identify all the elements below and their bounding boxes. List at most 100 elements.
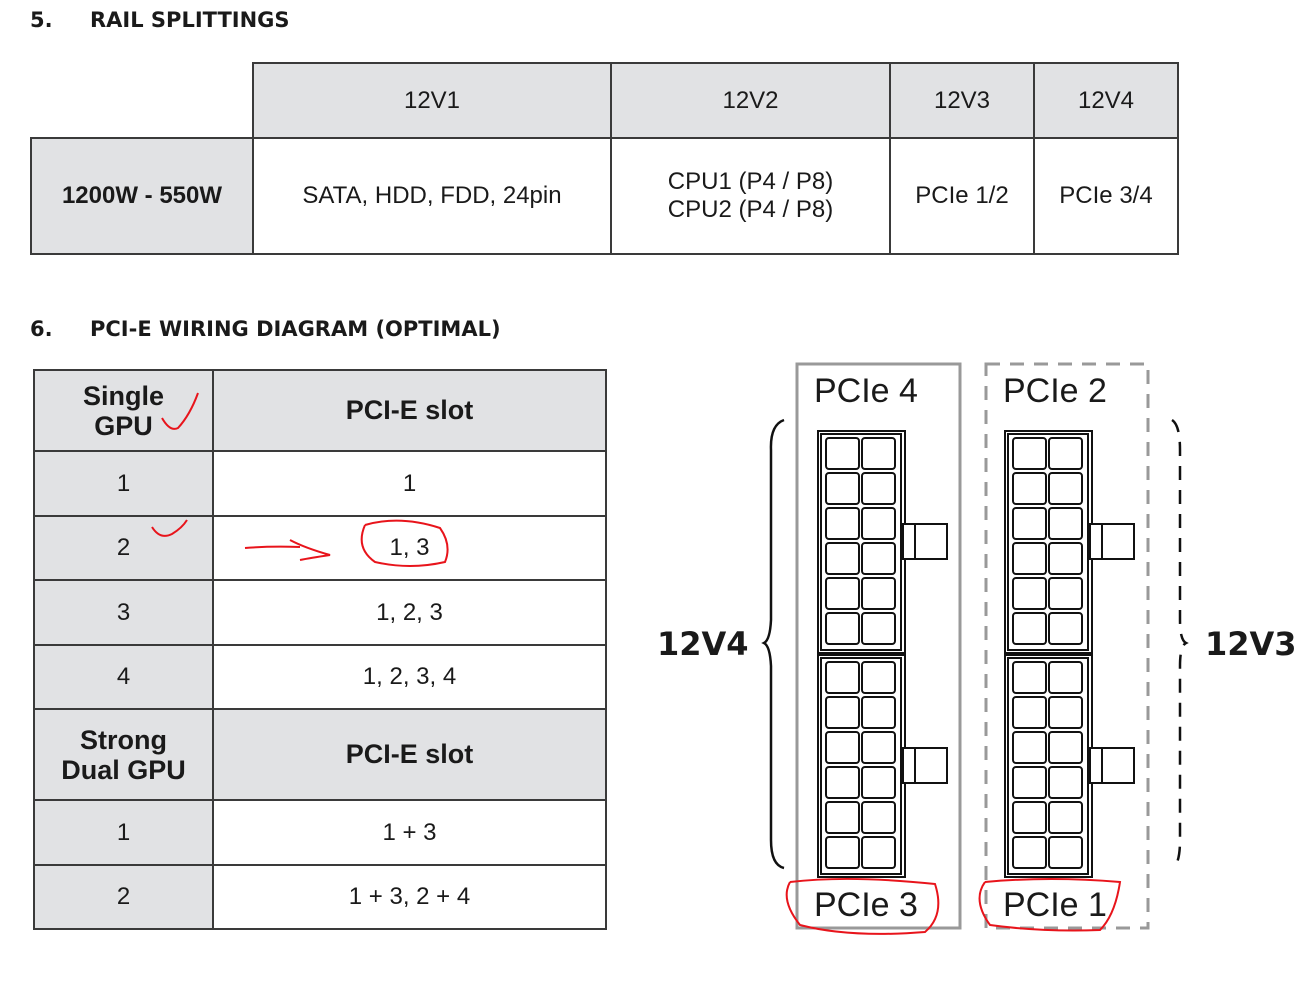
pin — [861, 577, 896, 610]
pin — [1012, 836, 1047, 869]
pin — [1048, 577, 1083, 610]
pin — [825, 437, 860, 470]
empty-cell — [31, 63, 253, 139]
rail-table: 12V1 12V2 12V3 12V4 1200W - 550W SATA, H… — [30, 62, 1179, 255]
pin — [1048, 836, 1083, 869]
pcie4-label: PCIe 4 — [814, 372, 918, 410]
pin — [825, 577, 860, 610]
left-brace — [761, 418, 785, 870]
pin — [861, 731, 896, 764]
slots: 1, 3 — [212, 515, 607, 581]
pin — [861, 472, 896, 505]
rail-12v4-label: 12V4 — [657, 625, 749, 663]
pin — [861, 437, 896, 470]
pin — [861, 507, 896, 540]
latch-icon — [1101, 747, 1135, 784]
row-label: 1200W - 550W — [30, 137, 254, 255]
pin — [825, 696, 860, 729]
pin — [1012, 801, 1047, 834]
latch-base — [1089, 523, 1103, 560]
pin — [1012, 696, 1047, 729]
slots: 1, 2, 3, 4 — [212, 644, 607, 710]
section-number: 6. — [30, 317, 53, 341]
pin — [1012, 661, 1047, 694]
pin — [1012, 437, 1047, 470]
pin — [825, 507, 860, 540]
pin — [1012, 612, 1047, 645]
pin — [825, 472, 860, 505]
pin — [1048, 766, 1083, 799]
cell-12v2: CPU1 (P4 / P8)CPU2 (P4 / P8) — [610, 137, 891, 255]
pin — [1048, 437, 1083, 470]
latch-base — [902, 747, 916, 784]
right-brace — [1171, 418, 1189, 870]
header-12v4: 12V4 — [1033, 62, 1179, 139]
pcie2-label: PCIe 2 — [1003, 372, 1107, 410]
h1: Strong — [80, 724, 167, 755]
pin — [825, 801, 860, 834]
pin — [1012, 507, 1047, 540]
pin — [1048, 507, 1083, 540]
header-12v3: 12V3 — [889, 62, 1035, 139]
gpu-count: 3 — [33, 579, 214, 646]
gpu-count: 1 — [33, 799, 214, 866]
pin — [1012, 766, 1047, 799]
cell-12v4: PCIe 3/4 — [1033, 137, 1179, 255]
pin — [825, 836, 860, 869]
pin — [825, 542, 860, 575]
gpu-count: 2 — [33, 515, 214, 581]
pin — [861, 801, 896, 834]
cpu1: CPU1 (P4 / P8) — [667, 168, 834, 195]
pcie1-label: PCIe 1 — [1003, 886, 1107, 924]
pin — [825, 766, 860, 799]
slots: 1 + 3, 2 + 4 — [212, 864, 607, 930]
pin — [861, 766, 896, 799]
header-12v1: 12V1 — [252, 62, 612, 139]
latch-base — [902, 523, 916, 560]
rail-12v3-label: 12V3 — [1205, 625, 1297, 663]
section-number: 5. — [30, 8, 53, 32]
pin — [1048, 542, 1083, 575]
pin — [861, 696, 896, 729]
slots: 1 — [212, 450, 607, 517]
gpu-count: 4 — [33, 644, 214, 710]
cell-12v3: PCIe 1/2 — [889, 137, 1035, 255]
pin — [1048, 731, 1083, 764]
pin — [825, 731, 860, 764]
latch-icon — [914, 747, 948, 784]
slots: 1 + 3 — [212, 799, 607, 866]
pin — [1012, 731, 1047, 764]
header-12v2: 12V2 — [610, 62, 891, 139]
pcie3-label: PCIe 3 — [814, 886, 918, 924]
gpu-count: 2 — [33, 864, 214, 930]
pin — [1012, 577, 1047, 610]
left-rail-box — [795, 362, 962, 930]
h2: Dual GPU — [61, 754, 186, 785]
slots: 1, 2, 3 — [212, 579, 607, 646]
slot-header: PCI-E slot — [212, 708, 607, 801]
slot-header: PCI-E slot — [212, 369, 607, 452]
pin — [861, 836, 896, 869]
pin — [1048, 612, 1083, 645]
right-rail-box — [984, 362, 1150, 930]
pin — [825, 661, 860, 694]
gpu-count: 1 — [33, 450, 214, 517]
pin — [861, 661, 896, 694]
pin — [1048, 801, 1083, 834]
h2: GPU — [94, 410, 153, 441]
pin — [861, 612, 896, 645]
pin — [1012, 542, 1047, 575]
latch-base — [1089, 747, 1103, 784]
cpu2: CPU2 (P4 / P8) — [667, 196, 834, 223]
pin — [861, 542, 896, 575]
pin — [825, 612, 860, 645]
pin — [1012, 472, 1047, 505]
red-annotations — [151, 392, 1122, 935]
latch-icon — [914, 523, 948, 560]
pin — [1048, 696, 1083, 729]
section-title: RAIL SPLITTINGS — [90, 8, 290, 32]
